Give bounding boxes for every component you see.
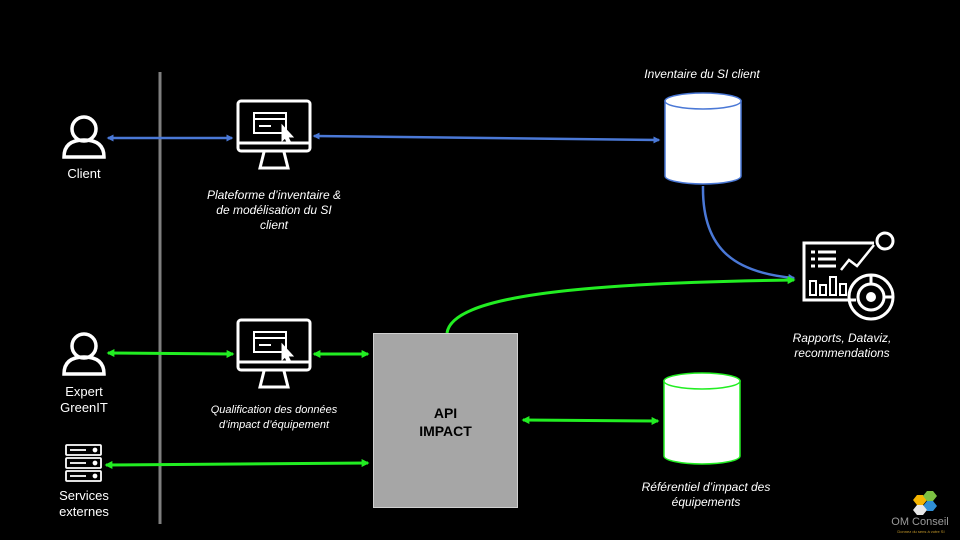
arrow-inventory-to-reports xyxy=(701,185,796,281)
api-label-line1: API xyxy=(433,405,458,421)
monitor-icon-qualification xyxy=(236,318,312,389)
inventory-platform-label: Plateforme d’inventaire & de modélisatio… xyxy=(206,188,342,232)
logo-name: OM Conseil xyxy=(891,516,949,528)
om-conseil-logo xyxy=(913,491,937,515)
api-label-line2: IMPACT xyxy=(419,423,472,439)
arrow-api-to-reports xyxy=(445,276,796,334)
referential-database-icon xyxy=(663,372,741,465)
expert-person-icon xyxy=(62,332,106,376)
dashboard-report-icon xyxy=(802,231,895,321)
logo-tagline: Donnez du sens à votre SI xyxy=(897,529,945,534)
api-impact-box: API IMPACT xyxy=(373,333,518,508)
inventory-database-icon xyxy=(664,92,742,185)
monitor-icon-inventory xyxy=(236,99,312,170)
arrow-services-to-api xyxy=(104,459,370,469)
expert-greenit-label: Expert GreenIT xyxy=(60,384,108,415)
client-person-icon xyxy=(62,115,106,159)
referential-database-label: Référentiel d’impact des équipements xyxy=(641,480,771,509)
inventory-database-label: Inventaire du SI client xyxy=(644,67,760,81)
client-label: Client xyxy=(67,166,101,181)
arrow-api-to-referential xyxy=(521,416,660,425)
reports-label: Rapports, Dataviz, recommendations xyxy=(792,331,892,360)
server-icon xyxy=(65,444,102,482)
arrow-platform-to-inventory xyxy=(312,132,661,144)
qualification-platform-label: Qualification des données d’impact d’équ… xyxy=(210,404,338,431)
services-externes-label: Services externes xyxy=(59,488,109,519)
arrow-expert-to-qualification xyxy=(106,349,235,358)
